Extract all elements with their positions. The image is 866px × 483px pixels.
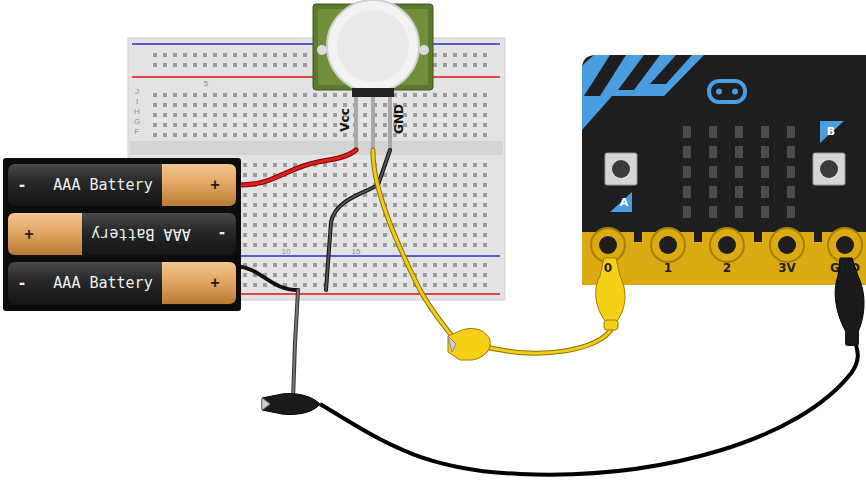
- clip-leads: [262, 258, 864, 475]
- breadboard-index: G: [134, 118, 140, 126]
- node-text: AAA Battery: [53, 176, 152, 194]
- node-text: 3V: [778, 261, 796, 275]
- breadboard-index: 5: [204, 80, 208, 88]
- node-text: 1: [664, 261, 672, 275]
- node-text: +: [210, 176, 219, 194]
- breadboard-index: I: [136, 98, 138, 106]
- microbit-board: [582, 55, 866, 285]
- battery-pack: [3, 158, 241, 311]
- pin-pad: 1: [646, 230, 690, 280]
- node-text: A: [620, 196, 629, 209]
- node-text: Vcc: [338, 108, 352, 132]
- node-text: +: [24, 225, 33, 243]
- wires: [236, 150, 455, 400]
- pin-pad: 0: [586, 230, 630, 280]
- node-text: AAA Battery: [91, 225, 190, 243]
- battery-cell: - AAA Battery +: [8, 213, 236, 255]
- pin-pad: GND: [823, 230, 866, 280]
- pir-sensor: [313, 0, 433, 150]
- breadboard-index: 15: [352, 248, 361, 256]
- pin-pad: 3V: [765, 230, 809, 280]
- battery-cell: - AAA Battery +: [8, 164, 236, 206]
- node-text: -: [217, 225, 226, 243]
- node-text: -: [17, 274, 26, 292]
- breadboard-index: H: [134, 108, 140, 116]
- breadboard-index: F: [135, 128, 140, 136]
- node-text: GND: [830, 261, 860, 275]
- pin-pad: 2: [705, 230, 749, 280]
- battery-cell: - AAA Battery +: [8, 262, 236, 304]
- node-text: AAA Battery: [53, 274, 152, 292]
- microbit: A B 0 1 2 3V GND: [582, 55, 866, 285]
- node-text: -: [17, 176, 26, 194]
- breadboard-index: J: [135, 88, 139, 96]
- pir-sensor-pins: Vcc GND: [313, 92, 433, 150]
- node-text: 0: [604, 261, 612, 275]
- node-text: B: [827, 125, 835, 138]
- node-text: 2: [723, 261, 731, 275]
- breadboard-index: 10: [282, 248, 291, 256]
- node-text: +: [210, 274, 219, 292]
- node-text: GND: [392, 104, 406, 134]
